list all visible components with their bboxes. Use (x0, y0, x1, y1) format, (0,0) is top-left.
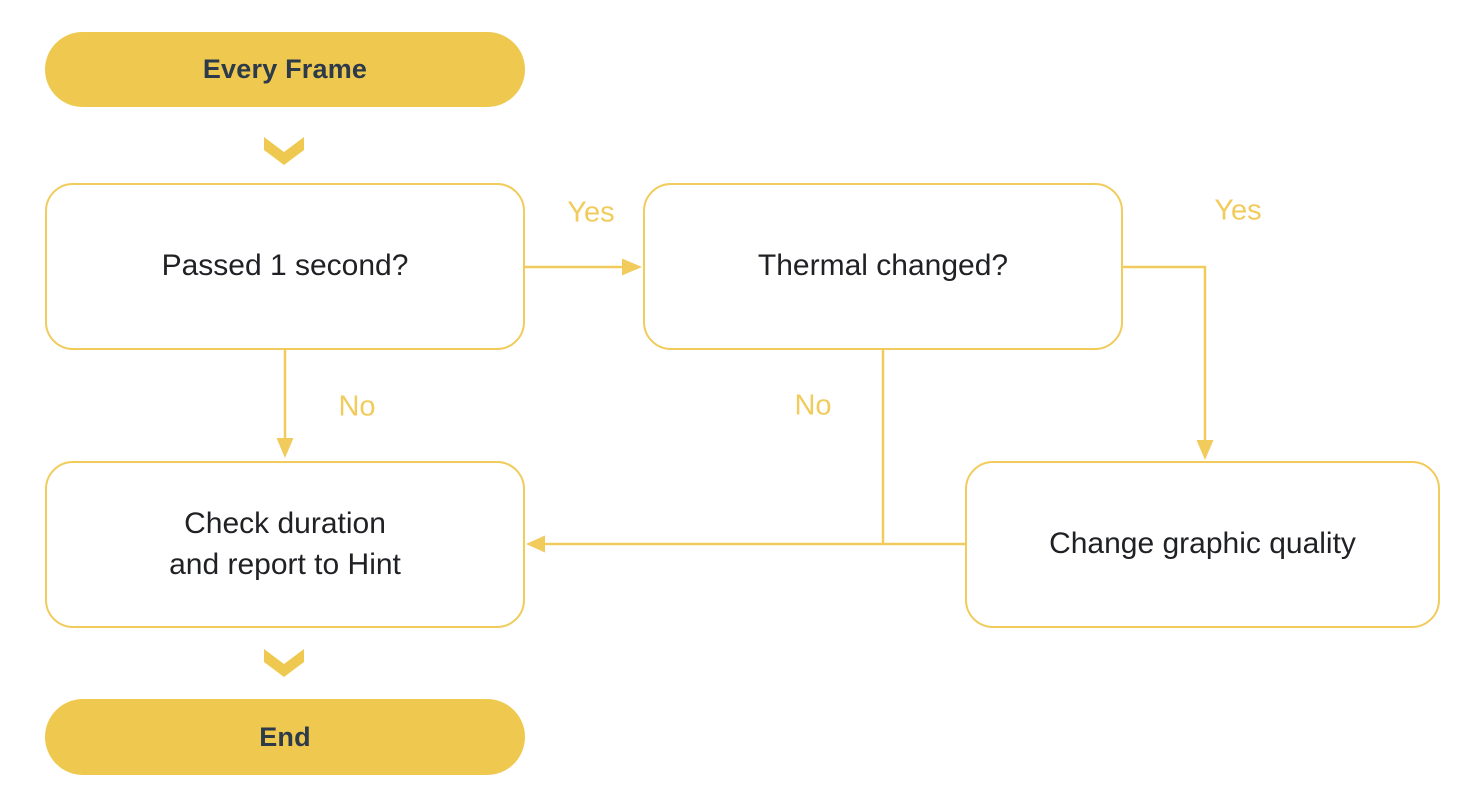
node-check-label-line1: Check duration (184, 507, 386, 540)
chevron-down-icon (264, 649, 304, 677)
node-passed-label: Passed 1 second? (161, 249, 409, 283)
arrowhead-right-icon (622, 258, 642, 276)
chevron-down-icon (264, 137, 304, 165)
node-thermal-label: Thermal changed? (757, 249, 1009, 283)
edge-label-no-thermal-check: No (794, 389, 832, 422)
edge-label-yes-passed-thermal: Yes (567, 196, 615, 229)
arrowhead-left-icon (526, 535, 545, 553)
node-start-label: Every Frame (202, 54, 368, 84)
node-end-label: End (259, 721, 311, 752)
node-passed-1-second: Passed 1 second? (45, 183, 525, 350)
arrowhead-down-icon (276, 438, 294, 458)
node-check-label: Check duration and report to Hint (169, 504, 401, 585)
node-start: Every Frame (45, 32, 525, 107)
node-thermal-changed: Thermal changed? (643, 183, 1123, 350)
node-change-label: Change graphic quality (1049, 527, 1356, 561)
arrowhead-down-icon (1196, 440, 1214, 460)
edge-thermal-change (1123, 265, 1207, 440)
edge-label-no-passed-check: No (338, 390, 376, 423)
node-check-label-line2: and report to Hint (169, 547, 401, 581)
node-check-duration: Check duration and report to Hint (45, 461, 525, 628)
edge-label-yes-thermal-change: Yes (1214, 194, 1262, 227)
node-end: End (45, 699, 525, 775)
node-change-graphic-quality: Change graphic quality (965, 461, 1440, 628)
